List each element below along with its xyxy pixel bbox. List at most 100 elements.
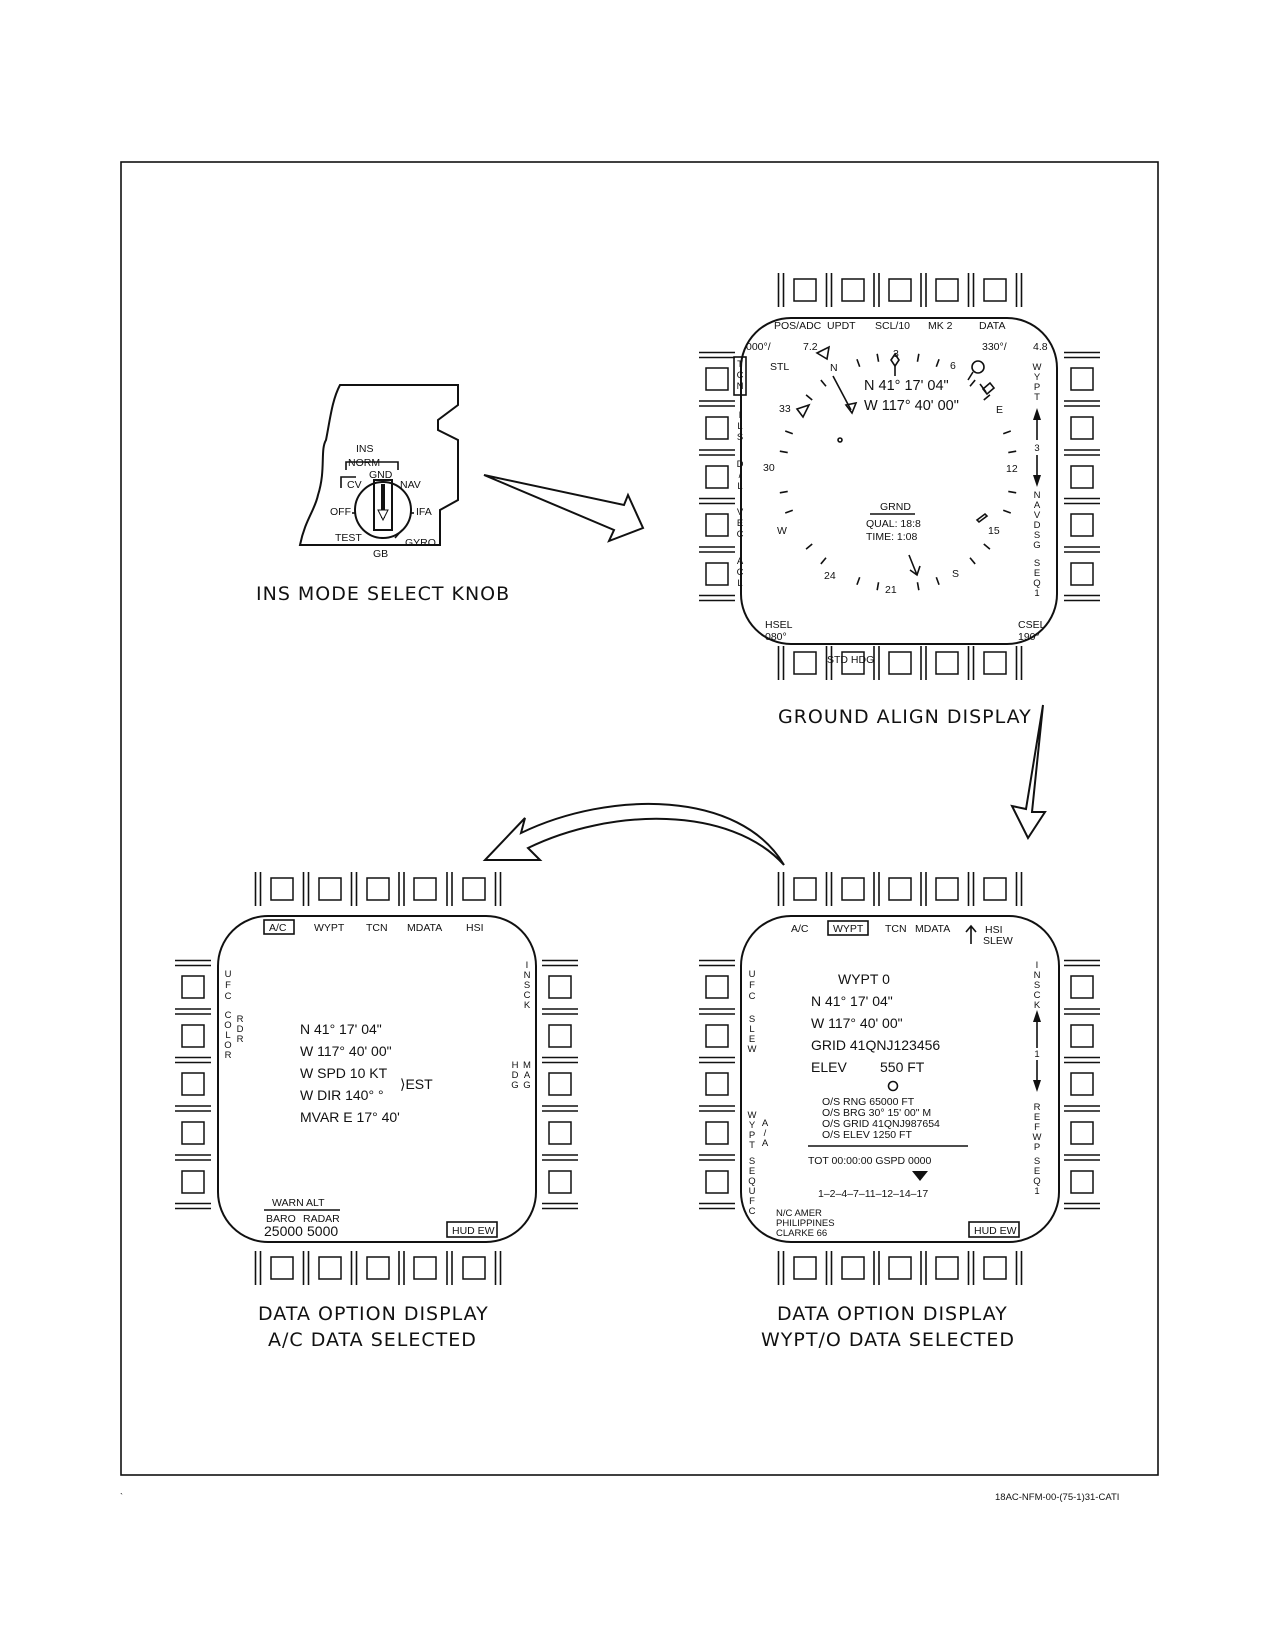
ac-hud-ew: HUD EW bbox=[452, 1225, 495, 1237]
compass-tick bbox=[935, 576, 940, 586]
wypt-top-label-1: A/C bbox=[791, 923, 809, 935]
ga-left-pushbutton-2[interactable] bbox=[705, 416, 729, 440]
ga-top-pushbutton-2[interactable] bbox=[841, 278, 865, 302]
markpoint-icon bbox=[981, 381, 996, 396]
ga-top-label-5: DATA bbox=[979, 320, 1005, 332]
wypt-screen-bezel bbox=[740, 915, 1060, 1243]
ga-lon: W 117° 40' 00" bbox=[864, 398, 959, 414]
ga-csel-label: CSEL bbox=[1018, 619, 1046, 631]
compass-label-s: S bbox=[952, 568, 959, 580]
ga-screen-bezel bbox=[740, 317, 1058, 645]
wypt-os-line-3: O/S GRID 41QNJ987654 bbox=[822, 1118, 940, 1130]
ac-line-5: MVAR E 17° 40' bbox=[300, 1109, 400, 1125]
ac-bottom-pushbutton-2[interactable] bbox=[318, 1256, 342, 1280]
compass-tick bbox=[856, 576, 861, 586]
wp-right-pushbutton-5[interactable] bbox=[1070, 1170, 1094, 1194]
wp-top-pushbutton-4[interactable] bbox=[935, 877, 959, 901]
wp-left-pushbutton-3[interactable] bbox=[705, 1072, 729, 1096]
wp-top-pushbutton-2[interactable] bbox=[841, 877, 865, 901]
wypt-elev-value: 550 FT bbox=[880, 1059, 925, 1075]
figure-id: 18AC-NFM-00-(75-1)31-CATI bbox=[995, 1492, 1119, 1503]
ga-right-pushbutton-5[interactable] bbox=[1070, 562, 1094, 586]
ga-csel-value: 190° bbox=[1018, 631, 1040, 643]
wypt-boxed-tab-frame bbox=[827, 920, 869, 936]
ga-bottom-pushbutton-2[interactable] bbox=[841, 651, 865, 675]
ac-top-pushbutton-1[interactable] bbox=[270, 877, 294, 901]
wp-bottom-pushbutton-3[interactable] bbox=[888, 1256, 912, 1280]
ins-knob-panel: INS NORM GND CV NAV OFF IFA TEST GYRO GB bbox=[298, 384, 459, 560]
ac-data-block: N 41° 17' 04" W 117° 40' 00" W SPD 10 KT… bbox=[300, 1021, 433, 1125]
wypt-top-label-3: TCN bbox=[885, 923, 907, 935]
ac-top-pushbutton-3[interactable] bbox=[366, 877, 390, 901]
ga-bottom-pushbutton-3[interactable] bbox=[888, 651, 912, 675]
wp-bottom-pushbutton-1[interactable] bbox=[793, 1256, 817, 1280]
ac-right-pushbutton-5[interactable] bbox=[548, 1170, 572, 1194]
waypoint-triangle-icon bbox=[795, 403, 811, 419]
wp-top-pushbutton-1[interactable] bbox=[793, 877, 817, 901]
wp-left-pushbutton-4[interactable] bbox=[705, 1121, 729, 1145]
compass-tick bbox=[1002, 509, 1012, 514]
wp-bottom-pushbutton-2[interactable] bbox=[841, 1256, 865, 1280]
ga-qual: QUAL: 18:8 bbox=[866, 518, 921, 530]
ac-left-pushbutton-4[interactable] bbox=[181, 1121, 205, 1145]
ac-right-pushbutton-2[interactable] bbox=[548, 1024, 572, 1048]
ga-bottom-pushbutton-5[interactable] bbox=[983, 651, 1007, 675]
ac-left-pushbutton-3[interactable] bbox=[181, 1072, 205, 1096]
ga-right-pushbutton-2[interactable] bbox=[1070, 416, 1094, 440]
ga-time: TIME: 1:08 bbox=[866, 531, 918, 543]
ga-top-pushbutton-4[interactable] bbox=[935, 278, 959, 302]
ac-radar-label: RADAR bbox=[303, 1213, 340, 1225]
ga-top-pushbutton-3[interactable] bbox=[888, 278, 912, 302]
knob-label-ins: INS bbox=[356, 443, 374, 455]
compass-tick bbox=[805, 394, 813, 401]
wypt-os-line-4: O/S ELEV 1250 FT bbox=[822, 1129, 912, 1141]
ga-right-pushbutton-4[interactable] bbox=[1070, 513, 1094, 537]
ga-left-pushbutton-3[interactable] bbox=[705, 465, 729, 489]
wp-top-pushbutton-3[interactable] bbox=[888, 877, 912, 901]
wypt-data-ddi bbox=[699, 872, 1100, 1285]
wp-right-pushbutton-4[interactable] bbox=[1070, 1121, 1094, 1145]
ac-bottom-pushbutton-5[interactable] bbox=[462, 1256, 486, 1280]
wp-left-pushbutton-2[interactable] bbox=[705, 1024, 729, 1048]
ac-left-pushbutton-1[interactable] bbox=[181, 975, 205, 999]
ac-hud-ew-frame bbox=[446, 1221, 498, 1238]
ac-right-pushbutton-1[interactable] bbox=[548, 975, 572, 999]
ga-hsel-value: 080° bbox=[765, 631, 787, 643]
wp-left-pushbutton-5[interactable] bbox=[705, 1170, 729, 1194]
ac-left-pushbutton-5[interactable] bbox=[181, 1170, 205, 1194]
ac-bottom-pushbutton-1[interactable] bbox=[270, 1256, 294, 1280]
ac-top-pushbutton-2[interactable] bbox=[318, 877, 342, 901]
wp-top-pushbutton-5[interactable] bbox=[983, 877, 1007, 901]
compass-tick bbox=[916, 353, 920, 362]
ga-left-pushbutton-1[interactable] bbox=[705, 367, 729, 391]
ga-left-pushbutton-4[interactable] bbox=[705, 513, 729, 537]
wp-bottom-pushbutton-4[interactable] bbox=[935, 1256, 959, 1280]
ac-top-pushbutton-4[interactable] bbox=[413, 877, 437, 901]
wp-right-pushbutton-3[interactable] bbox=[1070, 1072, 1094, 1096]
wp-bottom-pushbutton-5[interactable] bbox=[983, 1256, 1007, 1280]
ins-mode-knob[interactable] bbox=[354, 479, 412, 539]
ac-left-pushbutton-2[interactable] bbox=[181, 1024, 205, 1048]
ga-right-pushbutton-3[interactable] bbox=[1070, 465, 1094, 489]
ga-right-pushbutton-1[interactable] bbox=[1070, 367, 1094, 391]
wypt-slew-label: SLEW bbox=[983, 935, 1013, 947]
ga-bottom-pushbutton-4[interactable] bbox=[935, 651, 959, 675]
knob-label-off: OFF bbox=[330, 506, 351, 518]
ac-bottom-pushbutton-4[interactable] bbox=[413, 1256, 437, 1280]
wp-right-pushbutton-1[interactable] bbox=[1070, 975, 1094, 999]
ga-left-pushbutton-5[interactable] bbox=[705, 562, 729, 586]
ga-top-pushbutton-1[interactable] bbox=[793, 278, 817, 302]
ga-bottom-pushbutton-1[interactable] bbox=[793, 651, 817, 675]
wp-left-pushbutton-1[interactable] bbox=[705, 975, 729, 999]
wypt-right-arrows bbox=[1033, 1010, 1041, 1092]
ac-bottom-pushbutton-3[interactable] bbox=[366, 1256, 390, 1280]
ac-top-pushbutton-5[interactable] bbox=[462, 877, 486, 901]
ac-right-pushbutton-4[interactable] bbox=[548, 1121, 572, 1145]
wypt-elev-label: ELEV bbox=[811, 1059, 847, 1075]
wypt-title: WYPT 0 bbox=[838, 971, 890, 987]
compass-label-3: 3 bbox=[893, 348, 899, 360]
wp-right-pushbutton-2[interactable] bbox=[1070, 1024, 1094, 1048]
ac-right-pushbutton-3[interactable] bbox=[548, 1072, 572, 1096]
ga-top-pushbutton-5[interactable] bbox=[983, 278, 1007, 302]
